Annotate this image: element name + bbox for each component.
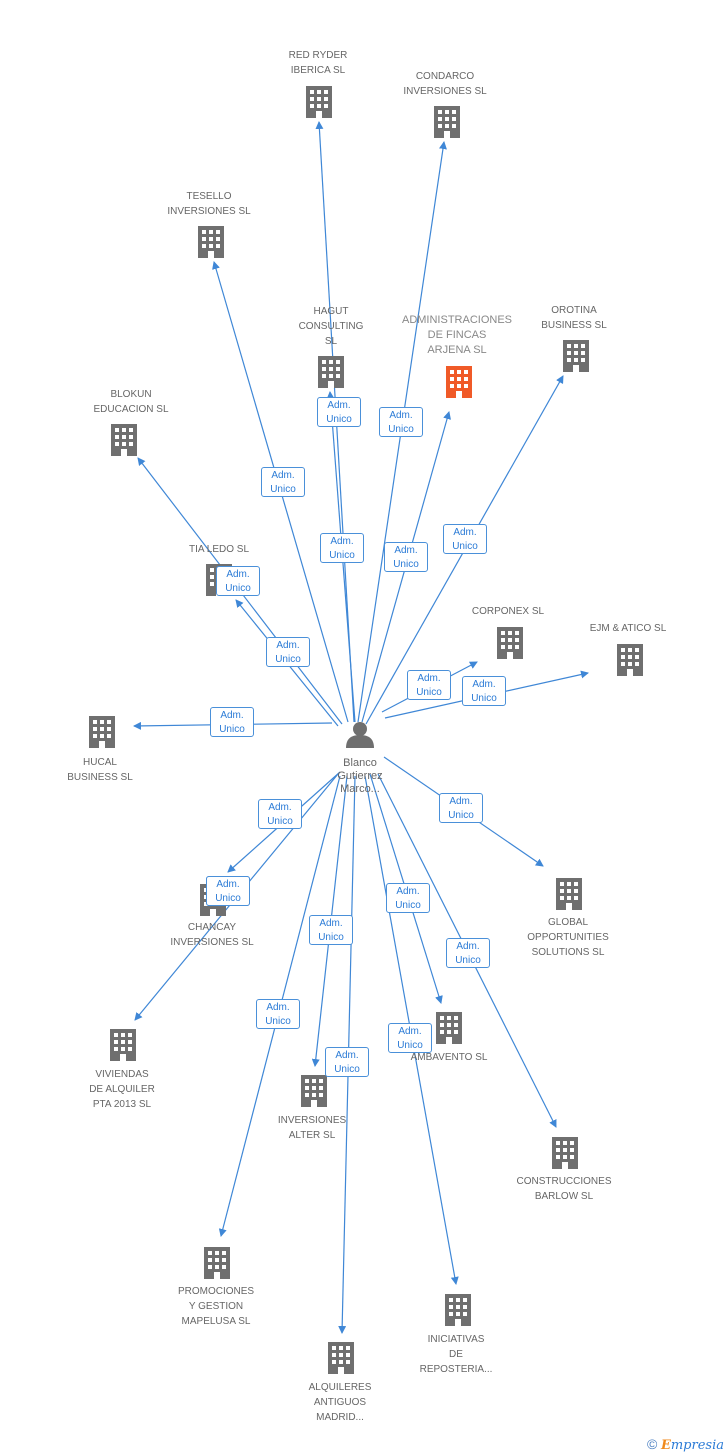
building-icon[interactable] (436, 1012, 462, 1044)
building-icon[interactable] (445, 1294, 471, 1326)
relation-badge[interactable]: Adm. Unico (317, 397, 361, 427)
company-label-hucal[interactable]: HUCAL BUSINESS SL (67, 757, 133, 783)
company-label-hagut[interactable]: HAGUT CONSULTING SL (298, 306, 364, 347)
person-name[interactable]: Blanco Gutierrez Marco... (337, 757, 383, 795)
building-icon[interactable] (328, 1342, 354, 1374)
company-label-reposteria[interactable]: INICIATIVAS DE REPOSTERIA... (419, 1334, 493, 1375)
company-label-corponex[interactable]: CORPONEX SL (471, 606, 545, 617)
company-label-red-ryder[interactable]: RED RYDER IBERICA SL (288, 50, 348, 76)
relation-badge[interactable]: Adm. Unico (443, 524, 487, 554)
company-label-ambavento[interactable]: AMBAVENTO SL (410, 1052, 488, 1063)
building-icon[interactable] (556, 878, 582, 910)
building-icon[interactable] (497, 627, 523, 659)
company-label-barlow[interactable]: CONSTRUCCIONES BARLOW SL (516, 1176, 612, 1202)
building-icon[interactable] (301, 1075, 327, 1107)
relation-badge[interactable]: Adm. Unico (386, 883, 430, 913)
building-icon[interactable] (563, 340, 589, 372)
building-icon[interactable] (110, 1029, 136, 1061)
company-label-orotina[interactable]: OROTINA BUSINESS SL (541, 305, 607, 331)
company-label-tesello[interactable]: TESELLO INVERSIONES SL (167, 191, 251, 217)
relation-badge[interactable]: Adm. Unico (439, 793, 483, 823)
company-label-arjena[interactable]: ADMINISTRACIONES DE FINCAS ARJENA SL (401, 314, 512, 356)
relation-badge[interactable]: Adm. Unico (325, 1047, 369, 1077)
copyright-icon: © (646, 1436, 658, 1452)
relation-badge[interactable]: Adm. Unico (446, 938, 490, 968)
relation-badge[interactable]: Adm. Unico (266, 637, 310, 667)
relation-badge[interactable]: Adm. Unico (256, 999, 300, 1029)
building-icon[interactable] (111, 424, 137, 456)
relation-badge[interactable]: Adm. Unico (309, 915, 353, 945)
person-icon[interactable] (346, 722, 374, 748)
company-label-alter[interactable]: INVERSIONES ALTER SL (277, 1115, 347, 1141)
relation-badge[interactable]: Adm. Unico (210, 707, 254, 737)
company-label-alquileres[interactable]: ALQUILERES ANTIGUOS MADRID... (308, 1382, 372, 1423)
relation-badge[interactable]: Adm. Unico (388, 1023, 432, 1053)
building-icon[interactable] (306, 86, 332, 118)
empresia-logo: Empresia (660, 1438, 724, 1453)
relation-badge[interactable]: Adm. Unico (462, 676, 506, 706)
company-label-mapelusa[interactable]: PROMOCIONES Y GESTION MAPELUSA SL (177, 1286, 255, 1327)
relation-badge[interactable]: Adm. Unico (206, 876, 250, 906)
building-icon[interactable] (204, 1247, 230, 1279)
relation-badge[interactable]: Adm. Unico (258, 799, 302, 829)
building-icon[interactable] (89, 716, 115, 748)
relation-badge[interactable]: Adm. Unico (320, 533, 364, 563)
building-icon[interactable] (318, 356, 344, 388)
company-label-global[interactable]: GLOBAL OPPORTUNITIES SOLUTIONS SL (527, 917, 609, 958)
footer-brand: © Empresia (647, 1436, 724, 1453)
building-icon[interactable] (617, 644, 643, 676)
building-icon[interactable] (552, 1137, 578, 1169)
company-label-tia-ledo[interactable]: TIA LEDO SL (188, 544, 250, 555)
relation-badge[interactable]: Adm. Unico (216, 566, 260, 596)
relation-badge[interactable]: Adm. Unico (407, 670, 451, 700)
company-label-viviendas[interactable]: VIVIENDAS DE ALQUILER PTA 2013 SL (89, 1069, 155, 1110)
relation-badge[interactable]: Adm. Unico (379, 407, 423, 437)
building-icon[interactable] (434, 106, 460, 138)
company-label-blokun[interactable]: BLOKUN EDUCACION SL (93, 389, 169, 415)
relation-badge[interactable]: Adm. Unico (384, 542, 428, 572)
company-label-chancay[interactable]: CHANCAY INVERSIONES SL (170, 922, 254, 948)
relation-badge[interactable]: Adm. Unico (261, 467, 305, 497)
company-label-ejm[interactable]: EJM & ATICO SL (589, 623, 667, 634)
building-icon[interactable] (446, 366, 472, 398)
building-icon[interactable] (198, 226, 224, 258)
company-label-condarco[interactable]: CONDARCO INVERSIONES SL (403, 71, 487, 97)
